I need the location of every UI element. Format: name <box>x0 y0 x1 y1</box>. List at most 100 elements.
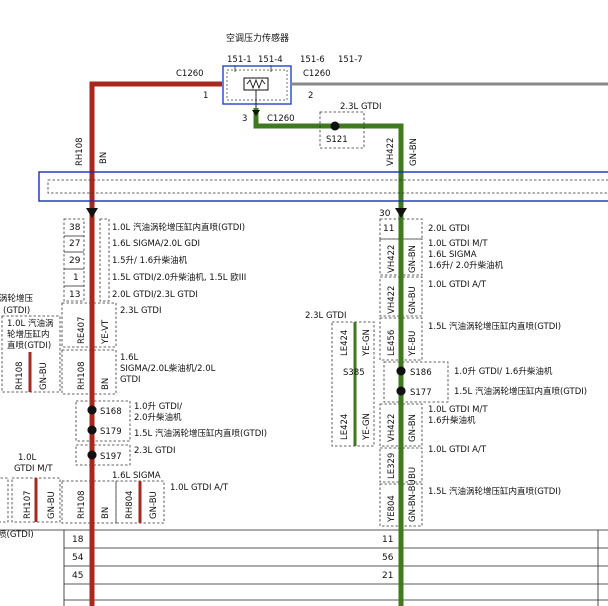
right-v1-color: GN-BN <box>408 245 418 273</box>
right-group-color-b: YE-GN <box>362 413 372 441</box>
right-v5-color: BU <box>408 467 418 479</box>
left-row-text: 1.6L SIGMA/2.0L GDI <box>112 239 200 249</box>
right-row-text: 1.6升/ 2.0升柴油机 <box>428 260 504 271</box>
left-row-pin: 38 <box>69 223 81 233</box>
left-row-text: 2.0L GTDI/2.3L GTDI <box>112 290 198 300</box>
right-v1-code: VH422 <box>387 245 397 273</box>
right-v3-code: LE456 <box>387 330 397 356</box>
wire-right-color: GN-BN <box>409 138 419 166</box>
left-edge-mt-color: GN-BU <box>47 491 57 519</box>
splice-s179-label: S179 <box>100 427 122 437</box>
bottom-right-pin: 56 <box>382 553 394 563</box>
harness-band <box>38 171 608 202</box>
pin-bottom-label: 3 <box>242 114 247 124</box>
left-edge-bottom-text: 喷(GTDI) <box>0 529 34 540</box>
splice-s197-text: 2.3L GTDI <box>134 446 175 456</box>
splice-s121-dot <box>330 121 340 131</box>
right-group-code-b: LE424 <box>340 414 350 440</box>
left-edge-text: 涡轮增压 <box>0 293 34 304</box>
bottom-left-pin: 54 <box>72 553 84 563</box>
right-v3-text: 1.5L 汽油涡轮增压缸内直喷(GTDI) <box>428 321 561 332</box>
right-v2-text: 1.0L GTDI A/T <box>428 280 487 290</box>
wire-right-code: VH422 <box>386 138 396 166</box>
splice-s121-label: S121 <box>326 135 348 145</box>
left-variant-rows: 38 1.0L 汽油涡轮增压缸内直喷(GTDI) 27 1.6L SIGMA/2… <box>63 218 246 302</box>
right-group-code-a: LE424 <box>340 330 350 356</box>
wire-vh422 <box>253 108 404 606</box>
left-row-pin: 27 <box>69 239 80 249</box>
wire-left-code: RH108 <box>75 137 85 166</box>
sensor-title: 空调压力传感器 <box>226 32 289 44</box>
left-bottom-b-code: RH804 <box>125 490 135 519</box>
left-bottom-b-color: GN-BU <box>149 491 159 519</box>
bottom-right-pin: 11 <box>382 535 393 545</box>
conn-left-label: C1260 <box>176 69 204 79</box>
right-v6-code: YE804 <box>387 495 397 523</box>
right-group-title: 2.3L GTDI <box>305 311 346 321</box>
pressure-sensor-symbol <box>222 65 292 110</box>
sensor-code-4: 151-7 <box>338 55 363 65</box>
sensor-code-1: 151-1 <box>227 55 252 65</box>
left-v2-code: RH108 <box>77 361 87 390</box>
splice-s121-variant: 2.3L GTDI <box>340 102 381 112</box>
left-v2-color: BN <box>101 378 111 390</box>
conn-bottom-label: C1260 <box>267 114 295 124</box>
left-edge-mt-line: GTDI M/T <box>14 464 53 474</box>
left-edge-box-line: 轮增压缸内 <box>7 329 50 340</box>
pin-right-label: 2 <box>308 91 313 101</box>
splice-s177-label: S177 <box>410 388 432 398</box>
right-v4-line: 1.6升柴油机 <box>428 415 476 426</box>
left-row-text: 1.5L GTDI/2.0升柴油机, 1.5L 欧III <box>112 272 246 283</box>
splice-s177-text: 1.5L 汽油涡轮增压缸内直喷(GTDI) <box>454 386 587 397</box>
right-v5-code: LE329 <box>387 453 397 479</box>
right-v3-color: YE-BU <box>408 331 418 357</box>
left-v2-line: GTDI <box>120 375 141 385</box>
right-v2-color: GN-BU <box>408 286 418 314</box>
left-row-text: 1.0L 汽油涡轮增压缸内直喷(GTDI) <box>112 222 245 233</box>
left-edge-mt-code: RH107 <box>23 490 33 519</box>
bottom-left-pin: 45 <box>72 571 83 581</box>
left-row-pin: 13 <box>69 290 80 300</box>
wire-left-color: BN <box>99 152 109 164</box>
splice-s197-label: S197 <box>100 452 122 462</box>
left-edge-box-code: RH108 <box>15 361 25 390</box>
left-v1-text: 2.3L GTDI <box>120 306 161 316</box>
splice-s168-text: 2.0升柴油机 <box>134 412 182 423</box>
left-edge-box-line: 1.0L 汽油涡 <box>7 318 53 329</box>
left-edge-box-line: 直喷(GTDI) <box>7 340 51 351</box>
right-v4-color: GN-BN <box>408 414 418 442</box>
splice-s168-text: 1.0升 GTDI/ <box>134 401 182 412</box>
left-bottom-a-text: 1.6L SIGMA <box>112 471 161 481</box>
bottom-right-pin: 21 <box>382 571 393 581</box>
right-group-splice: S385 <box>343 368 365 378</box>
splice-s168-label: S168 <box>100 407 122 417</box>
left-bottom-b-text: 1.0L GTDI A/T <box>170 483 229 493</box>
right-v6-text: 1.5L 汽油涡轮增压缸内直喷(GTDI) <box>428 486 561 497</box>
conn-right-label: C1260 <box>303 69 331 79</box>
left-bottom-a-code: RH108 <box>77 490 87 519</box>
sensor-code-2: 151-4 <box>258 55 283 65</box>
right-row-text: 2.0L GTDI <box>428 224 469 234</box>
left-v2-line: 1.6L <box>120 353 139 363</box>
left-row-pin: 29 <box>69 256 81 266</box>
right-row-text: 1.0L GTDI M/T <box>428 239 488 249</box>
sensor-code-3: 151-6 <box>300 55 325 65</box>
right-conn-pin: 30 <box>379 209 391 219</box>
right-v6-color: GN-BN-BU <box>408 479 418 522</box>
bottom-pin-table: 18 11 54 56 45 21 <box>0 529 608 606</box>
left-v2-line: SIGMA/2.0L柴油机/2.0L <box>120 363 216 374</box>
bottom-left-pin: 18 <box>72 535 84 545</box>
right-group-color-a: YE-GN <box>362 329 372 357</box>
right-row-pin: 11 <box>383 224 394 234</box>
left-edge-mt-line: 1.0L <box>18 453 37 463</box>
left-bottom-a-color: BN <box>101 507 111 519</box>
left-v1-code: RE407 <box>77 316 87 344</box>
left-edge-text: (GTDI) <box>3 306 30 316</box>
right-v4-line: 1.0L GTDI M/T <box>428 405 488 415</box>
splice-s186-label: S186 <box>410 368 432 378</box>
right-row-text: 1.6L SIGMA <box>428 250 477 260</box>
left-row-pin: 1 <box>73 273 79 283</box>
wire-rh108 <box>89 81 222 606</box>
right-v2-code: VH422 <box>387 286 397 314</box>
right-v4-code: VH422 <box>387 414 397 442</box>
